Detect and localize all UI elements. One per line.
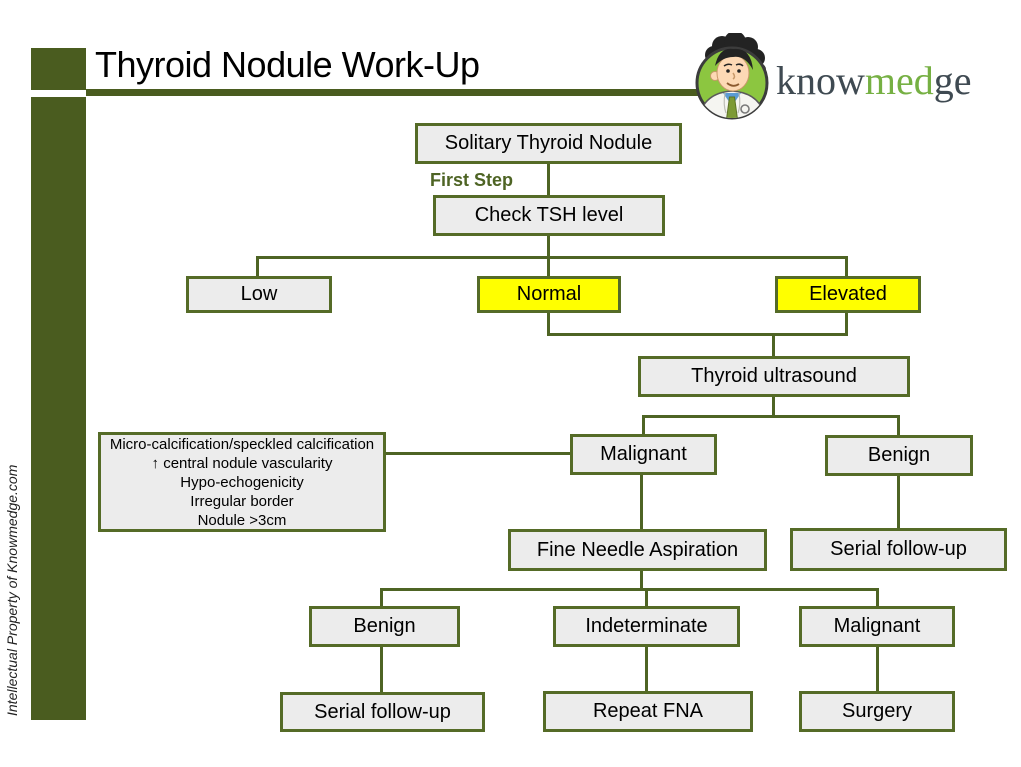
connector [640,571,643,590]
node-solitary-thyroid-nodule: Solitary Thyroid Nodule [415,123,682,164]
connector [256,256,848,259]
logo-wordmark: knowmedge [776,61,972,101]
node-fna-indeterminate: Indeterminate [553,606,740,647]
first-step-label: First Step [430,170,514,190]
page-title: Thyroid Nodule Work-Up [95,44,480,85]
node-serial-follow-up-bottom: Serial follow-up [280,692,485,732]
watermark-text: Intellectual Property of Knowmedge.com [4,464,20,716]
node-ultrasound-benign: Benign [825,435,973,476]
connector [380,588,383,606]
logo-know: know [776,58,865,103]
connector [642,415,900,418]
criteria-line: Micro-calcification/speckled calcificati… [109,435,375,453]
criteria-line: Hypo-echogenicity [180,473,304,491]
node-fna-benign: Benign [309,606,460,647]
connector [380,588,879,591]
connector [897,415,900,435]
node-surgery: Surgery [799,691,955,732]
connector [547,313,550,336]
left-sidebar-bar [31,97,86,720]
criteria-line: Irregular border [190,492,294,510]
connector [642,415,645,434]
connector [547,256,550,276]
criteria-line: Nodule >3cm [197,511,287,529]
connector [640,475,643,529]
knowmedge-logo: knowmedge [692,33,1002,123]
title-underline [86,89,698,96]
connector [386,452,570,455]
accent-square [31,48,86,90]
node-repeat-fna: Repeat FNA [543,691,753,732]
node-fine-needle-aspiration: Fine Needle Aspiration [508,529,767,571]
connector [845,313,848,336]
criteria-line: ↑ central nodule vascularity [151,454,333,472]
connector [772,333,775,356]
connector [845,256,848,276]
connector [876,647,879,691]
connector [547,164,550,195]
node-ultrasound-malignant: Malignant [570,434,717,475]
connector [876,588,879,606]
logo-ge: ge [933,58,972,103]
node-tsh-low: Low [186,276,332,313]
node-tsh-elevated: Elevated [775,276,921,313]
node-check-tsh-level: Check TSH level [433,195,665,236]
logo-med: med [864,58,934,103]
node-fna-malignant: Malignant [799,606,955,647]
connector [897,476,900,528]
node-thyroid-ultrasound: Thyroid ultrasound [638,356,910,397]
node-serial-follow-up-right: Serial follow-up [790,528,1007,571]
connector [256,256,259,276]
connector [645,588,648,606]
doctor-avatar-icon [695,33,769,120]
connector [547,333,848,336]
node-tsh-normal: Normal [477,276,621,313]
malignancy-criteria-box: Micro-calcification/speckled calcificati… [98,432,386,532]
connector [645,647,648,691]
connector [772,397,775,417]
connector [547,236,550,258]
connector [380,647,383,692]
